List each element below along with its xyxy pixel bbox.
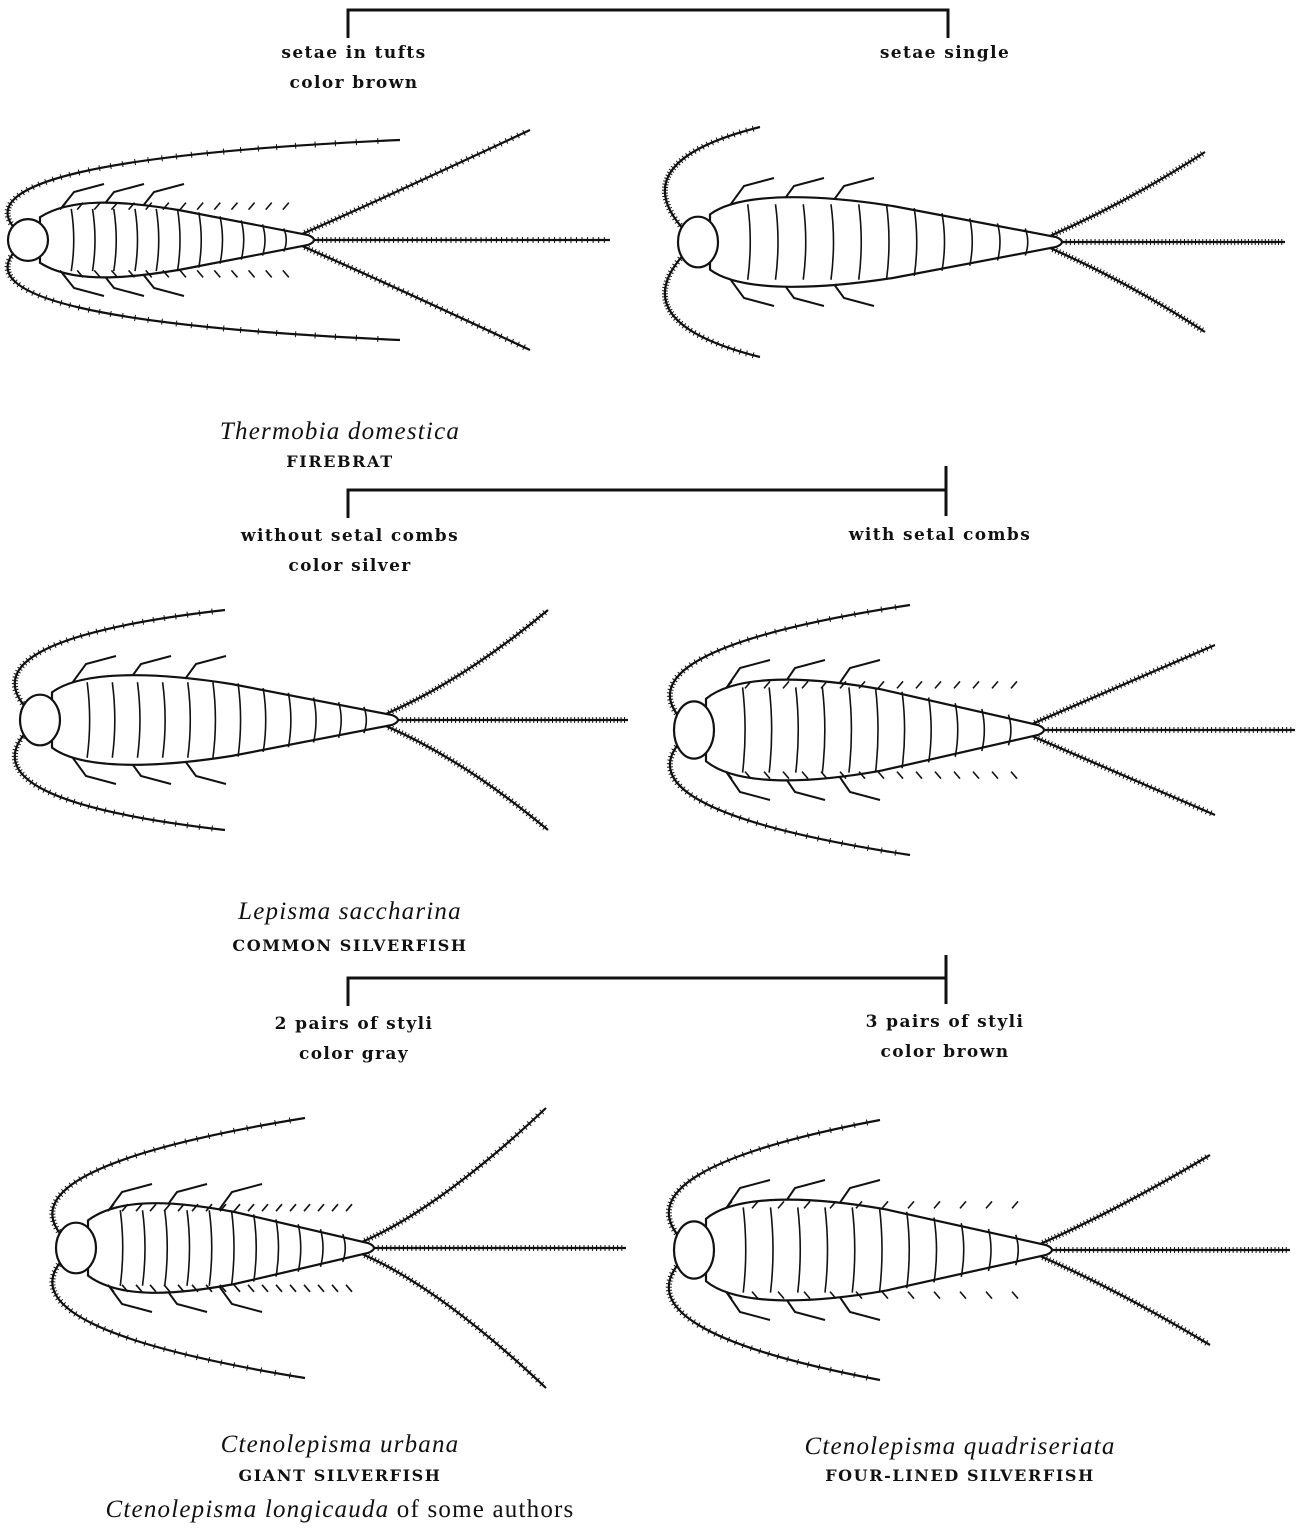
couplet-2-left-line-2: color silver — [220, 551, 480, 581]
couplet-1-left-line-1: setae in tufts — [254, 38, 454, 68]
couplet-1-left-label: setae in tufts color brown — [254, 38, 454, 98]
couplet-2-right-label: with setal combs — [820, 520, 1060, 550]
insect-setal-combs — [667, 604, 1295, 855]
couplet-2-left-line-1: without setal combs — [220, 521, 480, 551]
couplet-bracket-3 — [348, 955, 946, 1006]
couplet-3-left-line-1: 2 pairs of styli — [254, 1009, 454, 1039]
couplet-3-left-label: 2 pairs of styli color gray — [254, 1009, 454, 1069]
couplet-bracket-2 — [348, 466, 946, 518]
insect-setae-single — [662, 126, 1285, 358]
insect-four-lined-silverfish — [666, 1120, 1290, 1381]
species-3-synonym-name: Ctenolepisma longicauda — [106, 1496, 390, 1523]
couplet-1-right-label: setae single — [840, 38, 1050, 68]
insect-giant-silverfish — [49, 1108, 626, 1388]
insect-common-silverfish — [12, 609, 628, 832]
couplet-2-right-line-1: with setal combs — [820, 520, 1060, 550]
species-3-synonym-suffix: of some authors — [389, 1496, 574, 1523]
species-3-synonym: Ctenolepisma longicauda of some authors — [60, 1496, 620, 1524]
species-1-common-name: FIREBRAT — [200, 452, 480, 471]
couplet-3-left-line-2: color gray — [254, 1039, 454, 1069]
couplet-1-left-line-2: color brown — [254, 68, 454, 98]
couplet-3-right-line-1: 3 pairs of styli — [840, 1007, 1050, 1037]
couplet-1-right-line-1: setae single — [840, 38, 1050, 68]
species-2-scientific-name: Lepisma saccharina — [180, 898, 520, 926]
couplet-3-right-label: 3 pairs of styli color brown — [840, 1007, 1050, 1067]
species-4-common-name: FOUR-LINED SILVERFISH — [780, 1466, 1140, 1485]
couplet-bracket-1 — [348, 10, 948, 38]
couplet-3-right-line-2: color brown — [840, 1037, 1050, 1067]
species-1-scientific-name: Thermobia domestica — [170, 418, 510, 446]
species-2-common-name: COMMON SILVERFISH — [200, 936, 500, 955]
species-3-common-name: GIANT SILVERFISH — [190, 1466, 490, 1485]
couplet-2-left-label: without setal combs color silver — [220, 521, 480, 581]
insect-firebrat — [5, 130, 610, 350]
species-4-scientific-name: Ctenolepisma quadriseriata — [760, 1433, 1160, 1461]
species-3-scientific-name: Ctenolepisma urbana — [170, 1431, 510, 1459]
